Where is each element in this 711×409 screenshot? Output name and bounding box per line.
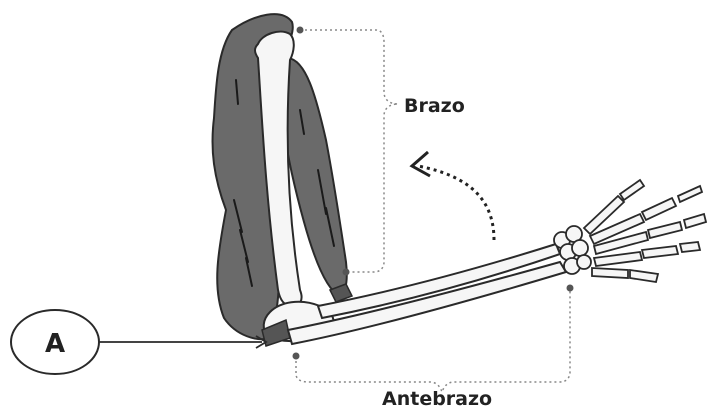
hand-bones — [584, 180, 706, 282]
forearm-brace-dot-right — [567, 285, 574, 292]
upper-arm-brace-dot-bottom — [343, 269, 350, 276]
forearm-label: Antebrazo — [382, 388, 492, 409]
upper-arm-brace-dot-top — [297, 27, 304, 34]
forearm-brace-dot-left — [293, 353, 300, 360]
flexion-arrow-path — [418, 166, 494, 240]
marker-a-label: A — [45, 329, 65, 359]
upper-arm-label: Brazo — [404, 95, 465, 117]
flexion-arrow-head — [412, 152, 430, 176]
